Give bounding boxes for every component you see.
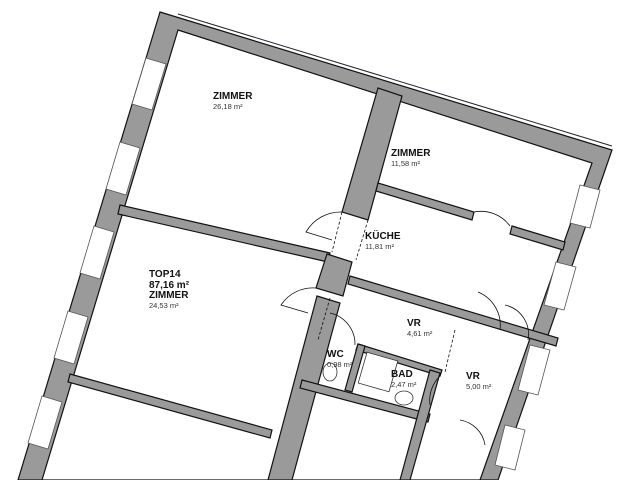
fixtures (322, 351, 414, 406)
room-area: 11,81 m² (365, 241, 395, 251)
room-name: ZIMMER (213, 91, 253, 102)
apartment-area: 87,16 m² (149, 279, 190, 291)
windows (27, 57, 601, 471)
room-area: 24,53 m² (149, 300, 179, 310)
interior-walls (67, 87, 566, 480)
room-area: 4,61 m² (407, 328, 433, 338)
room-name: VR (407, 318, 421, 329)
apartment-name: TOP14 (149, 269, 181, 280)
room-name: WC (327, 349, 344, 360)
room-area: 26,18 m² (213, 101, 243, 111)
room-area: 11,58 m² (391, 158, 421, 168)
room-name: ZIMMER (149, 290, 189, 301)
doors (280, 210, 529, 446)
room-name: VR (466, 371, 480, 382)
toilet (322, 362, 338, 382)
washbasin (394, 390, 414, 406)
room-name: ZIMMER (391, 148, 431, 159)
room-area: 5,00 m² (466, 381, 492, 391)
shower-tray (357, 351, 399, 393)
room-area: 2,47 m² (391, 379, 417, 389)
room-name: KÜCHE (365, 231, 401, 242)
room-name: BAD (391, 369, 413, 380)
room-area: 0,98 m² (327, 359, 353, 369)
roof-line (177, 13, 613, 147)
